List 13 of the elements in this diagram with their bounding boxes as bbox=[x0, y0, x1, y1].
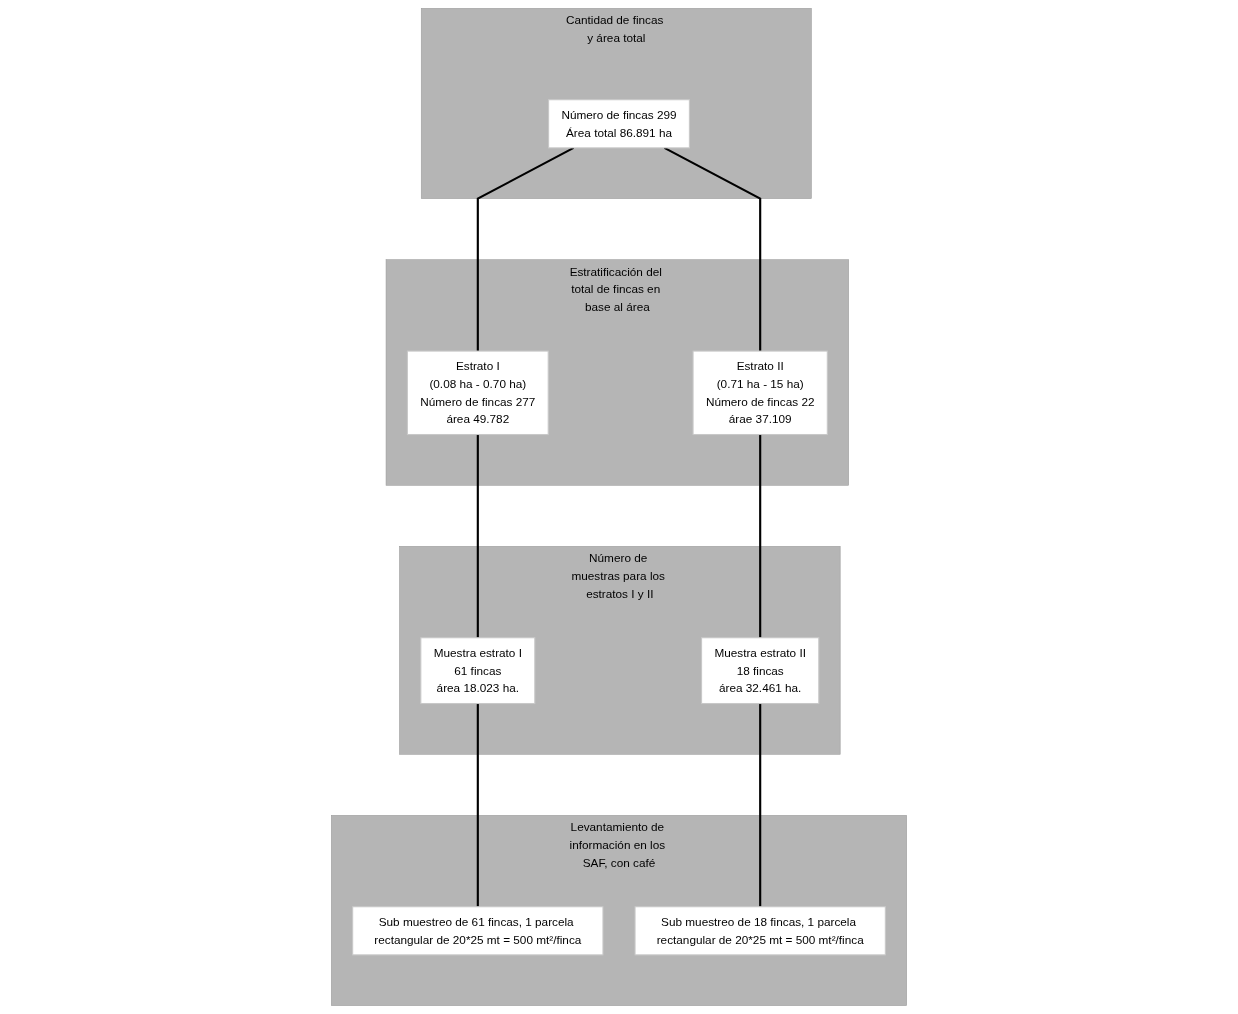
node-box: Sub muestreo de 18 fincas, 1 parcela rectangular de 20*25 mt = 500 mt²/finca bbox=[634, 906, 886, 956]
node-box: Muestra estrato II 18 fincas área 32.461 ha. bbox=[701, 637, 820, 705]
node-box: Estrato II (0.71 ha - 15 ha) Número de fincas 22 árae 37.109 bbox=[692, 350, 828, 436]
node-box: Sub muestreo de 61 fincas, 1 parcela rectangular de 20*25 mt = 500 mt²/finca bbox=[352, 906, 604, 956]
connector bbox=[663, 146, 762, 352]
connector bbox=[759, 434, 762, 638]
node-box: Muestra estrato I 61 fincas área 18.023 ha. bbox=[420, 637, 536, 705]
node-box: Estrato I (0.08 ha - 0.70 ha) Número de fincas 277 área 49.782 bbox=[406, 350, 549, 436]
connector bbox=[476, 703, 479, 907]
connector bbox=[476, 146, 575, 352]
connector bbox=[476, 434, 479, 638]
node-box: Número de fincas 299 Área total 86.891 ha bbox=[548, 99, 690, 149]
connector bbox=[759, 703, 762, 907]
